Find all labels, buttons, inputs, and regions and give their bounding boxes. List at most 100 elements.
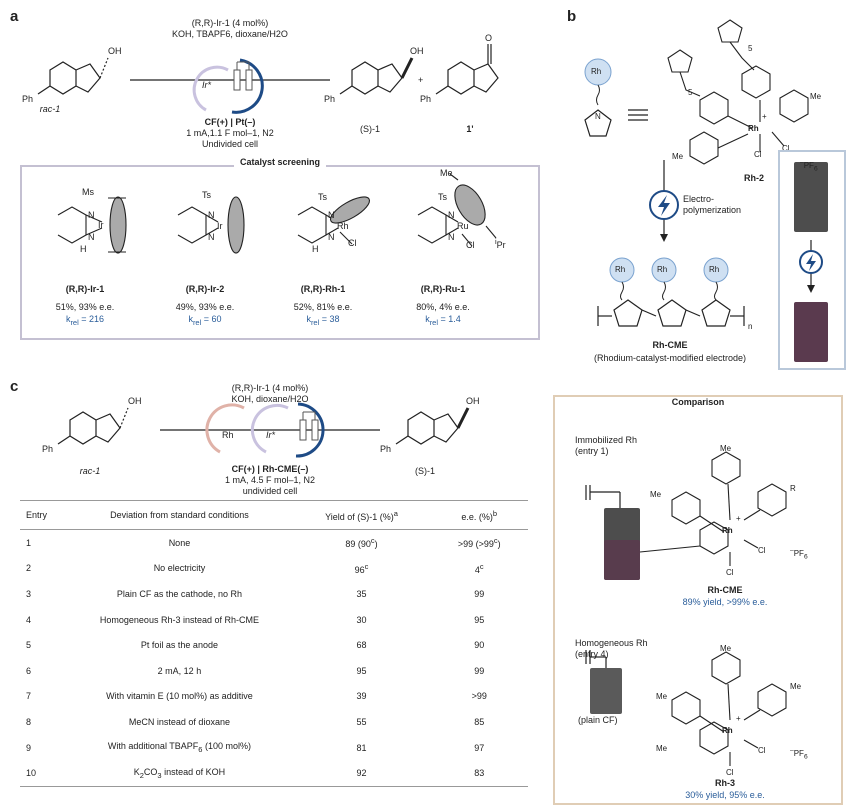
metal-label: Ir — [217, 221, 223, 231]
methyl-label: Me — [650, 490, 662, 499]
table-cell: 7 — [26, 691, 32, 702]
rh-symbol: Rh — [709, 265, 720, 274]
ir-catalyst-label: Ir* — [202, 80, 211, 90]
catalyst-krel: krel = 38 — [306, 314, 340, 327]
rh-cycle-label: Rh — [222, 430, 234, 440]
table-cell: 9 — [26, 742, 32, 753]
condition-line-4: 1 mA, 4.5 F mol–1, N2 — [224, 475, 316, 485]
table-cell: 89 (90c) — [345, 536, 378, 550]
rh-center: Rh — [748, 124, 759, 133]
counterion: –PF6 — [800, 159, 818, 173]
comparison-title: Comparison — [671, 397, 725, 407]
substrate-rac-1-label: rac-1 — [39, 104, 61, 114]
table-cell: Homogeneous Rh-3 instead of Rh-CME — [99, 614, 259, 625]
catalyst-name: (R,R)-Ir-2 — [185, 284, 225, 294]
table-cell: 85 — [474, 716, 485, 727]
catalyst-result: 80%, 4% e.e. — [416, 302, 470, 312]
methyl-label: Me — [790, 682, 802, 691]
complex-charge: + — [736, 714, 741, 723]
catalyst-result: 51%, 93% e.e. — [55, 302, 115, 312]
methyl-label: Me — [656, 744, 668, 753]
table-header-cell: Deviation from standard conditions — [66, 500, 293, 530]
complex-charge: + — [762, 112, 767, 121]
condition-line-5: undivided cell — [242, 486, 298, 496]
oh-label: OH — [108, 46, 122, 56]
atom-cl: Cl — [726, 568, 734, 577]
table-cell: K2CO3 instead of KOH — [66, 760, 293, 787]
condition-line-4: 1 mA,1.1 F mol–1, N2 — [186, 128, 274, 138]
table-cell: No electricity — [153, 563, 206, 574]
panel-label-a: a — [10, 8, 19, 25]
oh-label: OH — [128, 396, 142, 406]
atom-n: N — [328, 232, 335, 242]
optimization-table: Entry Deviation from standard conditions… — [20, 500, 528, 787]
table-cell: None — [168, 537, 191, 548]
table-cell: With vitamin E (10 mol%) as additive — [106, 691, 253, 702]
rh-symbol: Rh — [591, 67, 602, 76]
chain-length: 5 — [688, 88, 693, 97]
condition-line-2: KOH, TBAPF6, dioxane/H2O — [172, 29, 288, 39]
condition-line-2: KOH, dioxane/H2O — [231, 394, 309, 404]
substrate-rac-1-label: rac-1 — [79, 466, 101, 476]
catalyst-result: 49%, 93% e.e. — [175, 302, 235, 312]
atom-n: N — [88, 210, 95, 220]
oxo-label: O — [485, 33, 493, 43]
methyl-label: Me — [656, 692, 668, 701]
oh-label: OH — [466, 396, 480, 406]
methyl-label: Me — [810, 92, 822, 101]
table-cell: Plain CF as the cathode, no Rh — [116, 588, 242, 599]
ph-label: Ph — [420, 94, 432, 104]
product-s-1-label: (S)-1 — [415, 466, 435, 476]
ph-label: Ph — [324, 94, 336, 104]
rh-cme-description: (Rhodium-catalyst-modified electrode) — [593, 353, 747, 363]
panel-label-c: c — [10, 378, 19, 395]
table-cell: >99 (>99c) — [457, 536, 501, 550]
condition-line-1: (R,R)-Ir-1 (4 mol%) — [231, 383, 309, 393]
table-cell: 4c — [474, 561, 484, 575]
protecting-group-label: Ms — [82, 187, 94, 197]
table-row: 9 With additional TBAPF6 (100 mol%) 81 97 — [20, 735, 528, 761]
atom-cl: Cl — [348, 238, 357, 248]
electrode-config: CF(+) | Rh-CME(–) — [231, 464, 309, 474]
polymer-n-subscript: n — [748, 322, 753, 331]
table-cell: 35 — [356, 588, 367, 599]
table-cell: 5 — [26, 640, 32, 651]
catalyst-krel: krel = 216 — [65, 314, 105, 327]
table-cell: 2 — [26, 563, 32, 574]
table-cell: 10 — [20, 760, 67, 787]
condition-line-1: (R,R)-Ir-1 (4 mol%) — [191, 18, 269, 28]
protecting-group-label: Ts — [202, 190, 211, 200]
ir-cycle-label: Ir* — [266, 430, 275, 440]
immobilized-rh-label: Immobilized Rh(entry 1) — [575, 435, 638, 456]
complex-charge: + — [736, 514, 741, 523]
plain-cf-label: (plain CF) — [578, 715, 618, 725]
atom-cl: Cl — [726, 768, 734, 777]
atom-cl: Cl — [758, 546, 766, 555]
catalyst-krel: krel = 60 — [188, 314, 222, 327]
rh-center: Rh — [722, 526, 733, 535]
atom-h: H — [80, 244, 87, 254]
comparison-box — [553, 395, 843, 805]
atom-n: N — [448, 232, 455, 242]
table-cell: 90 — [474, 640, 485, 651]
ph-label: Ph — [22, 94, 34, 104]
table-cell: Pt foil as the anode — [140, 640, 218, 651]
ph-label: Ph — [380, 444, 392, 454]
table-cell: 8 — [26, 716, 32, 727]
table-cell: 81 — [356, 742, 367, 753]
table-cell: 68 — [356, 640, 367, 651]
rh-symbol: Rh — [615, 265, 626, 274]
methyl-label: Me — [440, 168, 453, 178]
counterion: –PF6 — [790, 547, 808, 561]
condition-line-5: Undivided cell — [201, 139, 259, 149]
homogeneous-rh-label: Homogeneous Rh(entry 4) — [575, 638, 648, 659]
table-cell: With additional TBAPF6 (100 mol%) — [107, 741, 251, 754]
table-cell: 97 — [474, 742, 485, 753]
